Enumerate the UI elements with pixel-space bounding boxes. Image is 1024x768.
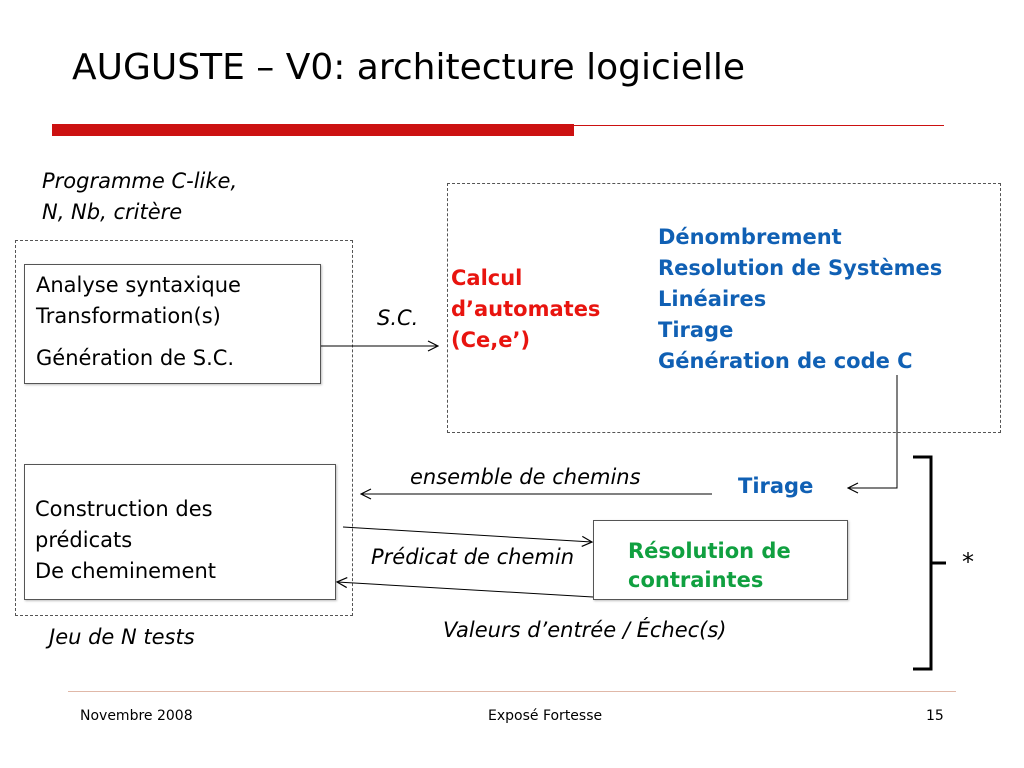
input-label-line-1: Programme C-like, — [42, 169, 238, 193]
service-item: Linéaires — [658, 287, 767, 311]
services-list: Dénombrement Resolution de Systèmes Liné… — [658, 222, 942, 377]
input-label-line-2: N, Nb, critère — [42, 200, 183, 224]
construction-box: Construction des prédicats De cheminemen… — [24, 464, 336, 600]
calcul-line-1: Calcul — [451, 266, 523, 290]
construction-line-2: prédicats — [35, 528, 133, 552]
service-item: Resolution de Systèmes — [658, 256, 943, 280]
input-label: Programme C-like, N, Nb, critère — [42, 166, 237, 228]
calcul-label: Calcul d’automates (Ce,e’) — [451, 263, 600, 356]
footer-title: Exposé Fortesse — [488, 708, 603, 724]
service-item: Tirage — [658, 318, 734, 342]
construction-line-3: De cheminement — [35, 559, 216, 583]
valeurs-label: Valeurs d’entrée / Échec(s) — [443, 618, 727, 642]
left-module-container — [15, 240, 353, 616]
resolution-line-2: contraintes — [628, 568, 764, 592]
resolution-line-1: Résolution de — [628, 539, 791, 563]
footer-divider — [68, 691, 956, 692]
title-underline-line — [574, 125, 944, 126]
title-underline-bar — [52, 124, 574, 136]
analysis-line-2: Transformation(s) — [36, 304, 221, 328]
valeurs-arrow — [337, 582, 594, 598]
output-label: Jeu de N tests — [49, 625, 195, 649]
tirage-arrow — [848, 375, 898, 488]
analysis-line-3: Génération de S.C. — [36, 346, 235, 370]
analysis-box: Analyse syntaxique Transformation(s) Gén… — [24, 264, 321, 384]
construction-line-1: Construction des — [35, 497, 213, 521]
repeat-bracket — [913, 455, 946, 671]
calcul-line-2: d’automates — [451, 297, 601, 321]
automata-module-container — [447, 183, 1001, 433]
sc-label: S.C. — [377, 306, 419, 330]
tirage-label: Tirage — [738, 474, 814, 498]
predicat-arrow — [342, 526, 592, 542]
service-item: Génération de code C — [658, 349, 913, 373]
repeat-mark: * — [962, 548, 974, 576]
analysis-line-1: Analyse syntaxique — [36, 273, 241, 297]
slide-title: AUGUSTE – V0: architecture logicielle — [72, 47, 746, 88]
page-number: 15 — [926, 708, 944, 724]
chemins-label: ensemble de chemins — [410, 465, 641, 489]
service-item: Dénombrement — [658, 225, 842, 249]
footer-date: Novembre 2008 — [80, 708, 193, 724]
resolution-box: Résolution de contraintes — [593, 520, 848, 600]
predicat-label: Prédicat de chemin — [371, 545, 575, 569]
calcul-line-3: (Ce,e’) — [451, 328, 531, 352]
